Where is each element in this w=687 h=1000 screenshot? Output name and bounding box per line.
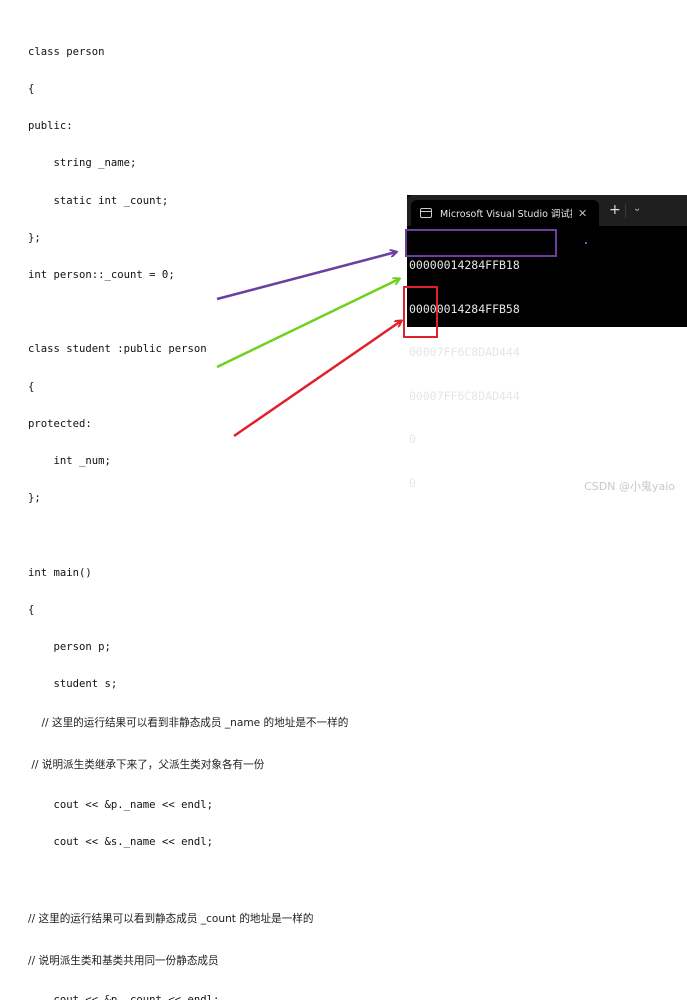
code-line: int _num; xyxy=(28,455,111,468)
watermark: CSDN @小鬼yaio xyxy=(584,480,675,493)
tab-title: Microsoft Visual Studio 调试控制台 xyxy=(440,209,572,220)
output-line: 0 xyxy=(409,475,416,490)
code-line: { xyxy=(28,380,35,393)
code-spacer xyxy=(28,874,348,886)
code-line: cout << &p._name << endl; xyxy=(28,799,213,812)
console-icon xyxy=(420,208,432,218)
code-comment: // 这里的运行结果可以看到非静态成员 _name 的地址是不一样的 xyxy=(28,717,349,730)
code-line: student s; xyxy=(28,678,118,691)
green-arrow xyxy=(216,279,399,369)
output-line: 00007FF6C8DAD444 xyxy=(409,388,520,403)
output-line: 00007FF6C8DAD444 xyxy=(409,345,520,359)
highlight-box-count-values xyxy=(403,286,438,338)
code-line: public: xyxy=(28,120,73,133)
code-line: cout << &s._name << endl; xyxy=(28,836,213,849)
code-line: protected: xyxy=(28,417,92,430)
highlight-box-name-addresses xyxy=(405,229,557,257)
code-line: class person xyxy=(28,45,105,58)
code-line: class student :public person xyxy=(28,343,207,356)
code-line xyxy=(28,529,348,541)
chevron-down-icon[interactable]: ⌄ xyxy=(633,203,642,214)
annotation-arrows xyxy=(216,0,687,438)
code-line: }; xyxy=(28,231,41,244)
code-comment: // 这里的运行结果可以看到静态成员 _count 的地址是一样的 xyxy=(28,912,314,925)
code-line: { xyxy=(28,603,35,616)
purple-arrow xyxy=(216,252,396,301)
terminal-tab-bar: Microsoft Visual Studio 调试控制台 ✕ + ⌄ xyxy=(407,195,687,226)
code-line: cout << &p._count << endl; xyxy=(28,994,348,1000)
code-line: person p; xyxy=(28,641,111,654)
output-line: 00000014284FFB18 xyxy=(409,258,520,272)
cursor-dot xyxy=(585,242,587,244)
code-line: int person::_count = 0; xyxy=(28,269,175,282)
code-comment: // 说明派生类和基类共用同一份静态成员 xyxy=(28,954,219,967)
code-line: static int _count; xyxy=(28,194,169,207)
red-arrow xyxy=(233,321,401,438)
code-comment: // 说明派生类继承下来了，父派生类对象各有一份 xyxy=(28,759,265,772)
divider xyxy=(625,204,626,218)
code-line: string _name; xyxy=(28,157,137,170)
code-line: int main() xyxy=(28,566,92,579)
close-icon[interactable]: ✕ xyxy=(578,206,588,220)
output-line: 0 xyxy=(409,432,416,446)
new-tab-button[interactable]: + xyxy=(609,202,621,218)
code-line: { xyxy=(28,83,35,96)
console-window: Microsoft Visual Studio 调试控制台 ✕ + ⌄ 0000… xyxy=(407,195,687,490)
terminal-tab[interactable]: Microsoft Visual Studio 调试控制台 ✕ xyxy=(411,200,599,226)
